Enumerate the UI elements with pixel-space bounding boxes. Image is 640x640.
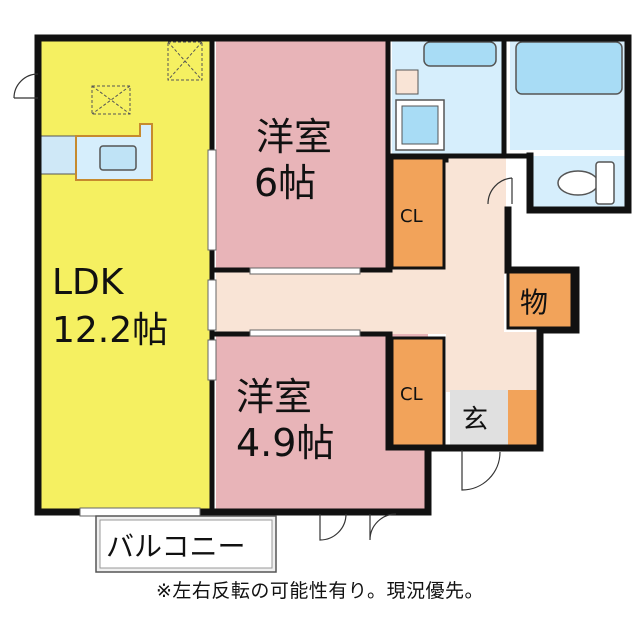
closet-1-label: CL	[400, 206, 423, 227]
shower-tray-inner	[401, 105, 439, 145]
ldk-area	[38, 38, 210, 512]
balcony-inner	[99, 519, 273, 569]
bathtub-icon	[515, 41, 623, 95]
door-icon	[13, 73, 513, 541]
sink-icon	[99, 145, 137, 171]
western-room-2-size: 4.9帖	[236, 421, 334, 465]
storage-label: 物	[520, 286, 548, 319]
closet-1	[390, 156, 446, 270]
wall-block	[395, 69, 419, 95]
corridor-upper	[446, 158, 506, 274]
western-room-1-size: 6帖	[254, 161, 316, 205]
washbasin-icon	[423, 41, 497, 67]
sliding-door	[79, 149, 361, 517]
kitchen-counter	[39, 135, 77, 175]
hatch-icon	[91, 41, 203, 115]
balcony-label: バルコニー	[106, 530, 245, 563]
entrance	[450, 390, 508, 446]
entrance-label: 玄	[462, 405, 488, 435]
corridor-lower	[446, 332, 540, 392]
closet-2	[390, 336, 446, 448]
entrance-step	[508, 390, 538, 446]
toilet-icon	[557, 161, 615, 205]
ldk-label: LDK	[52, 262, 125, 303]
western-room-2-label: 洋室	[236, 375, 312, 419]
closet-2-label: CL	[400, 384, 423, 405]
disclaimer-note: ※左右反転の可能性有り。現況優先。	[155, 580, 485, 602]
ldk-size-label: 12.2帖	[52, 310, 168, 351]
western-room-1-label: 洋室	[256, 115, 332, 159]
western-room-1	[216, 38, 388, 270]
